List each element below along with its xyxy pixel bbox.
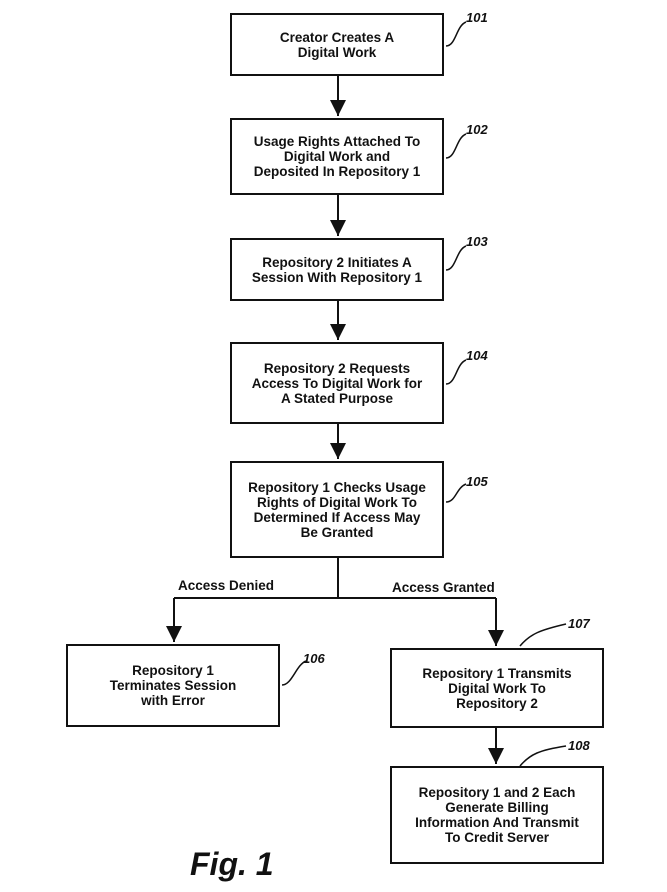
step-103-box: Repository 2 Initiates A Session With Re…: [230, 238, 444, 301]
access-denied-label: Access Denied: [178, 578, 275, 593]
step-101-box: Creator Creates A Digital Work: [230, 13, 444, 76]
ref-104: 104: [466, 348, 488, 363]
ref-105: 105: [466, 474, 488, 489]
step-102-box: Usage Rights Attached To Digital Work an…: [230, 118, 444, 195]
leader-103: [445, 245, 467, 271]
step-107-box: Repository 1 Transmits Digital Work To R…: [390, 648, 604, 728]
leader-107: [519, 623, 567, 647]
leader-102: [445, 133, 467, 159]
ref-106: 106: [303, 651, 325, 666]
leader-108: [519, 745, 567, 767]
ref-103: 103: [466, 234, 488, 249]
figure-label: Fig. 1: [190, 846, 274, 882]
leader-104: [445, 359, 467, 385]
ref-108: 108: [568, 738, 590, 753]
leader-101: [445, 21, 467, 47]
leader-106: [281, 660, 307, 686]
step-105-box: Repository 1 Checks Usage Rights of Digi…: [230, 461, 444, 558]
ref-102: 102: [466, 122, 488, 137]
step-104-box: Repository 2 Requests Access To Digital …: [230, 342, 444, 424]
step-106-box: Repository 1 Terminates Session with Err…: [66, 644, 280, 727]
ref-107: 107: [568, 616, 590, 631]
ref-101: 101: [466, 10, 488, 25]
access-granted-label: Access Granted: [392, 580, 495, 595]
leader-105: [445, 483, 467, 503]
step-108-box: Repository 1 and 2 Each Generate Billing…: [390, 766, 604, 864]
